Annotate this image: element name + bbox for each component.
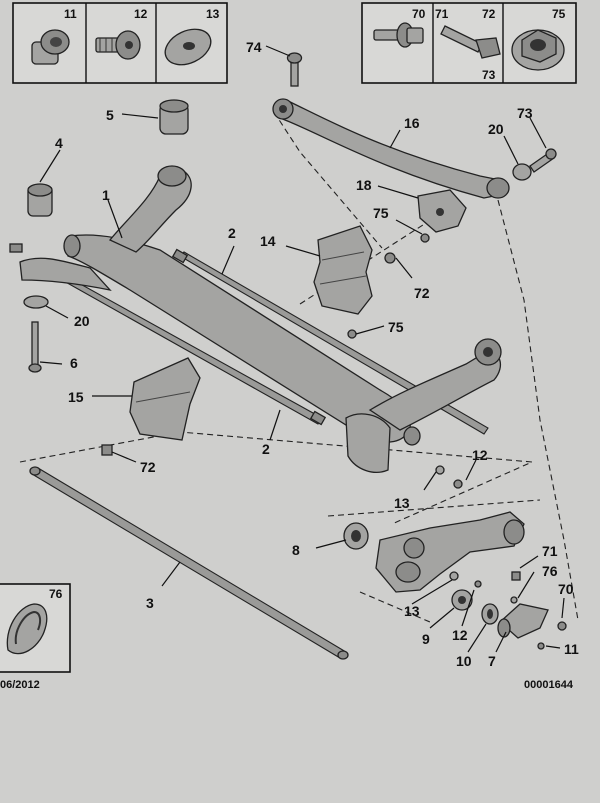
part-74-bolt <box>286 52 303 87</box>
part-75-nut-a <box>420 233 430 243</box>
part-20-washer-left <box>23 295 49 309</box>
label-73: 73 <box>517 105 533 121</box>
label-11: 11 <box>564 641 579 657</box>
label-72-b: 72 <box>140 459 156 475</box>
part-76-cup-washer <box>510 596 518 604</box>
part-10-washer <box>481 603 499 625</box>
legend-label-12: 12 <box>134 7 148 21</box>
footer-date-code: 06/2012 <box>0 679 40 691</box>
part-18-bracket <box>417 189 467 233</box>
part-7-stub-axle <box>497 603 549 639</box>
label-13-b: 13 <box>404 603 420 619</box>
part-4-bush <box>27 183 53 217</box>
part-5-bush <box>159 99 189 135</box>
label-4: 4 <box>55 135 63 151</box>
threaded-plug-icon <box>31 29 70 65</box>
label-75-b: 75 <box>388 319 404 335</box>
part-72-bolt-b <box>9 243 23 253</box>
part-73-bolt <box>529 148 557 173</box>
part-72-bolt-a <box>384 252 396 264</box>
part-71-bolt <box>511 571 521 581</box>
part-12-nut-a <box>453 479 463 489</box>
label-16: 16 <box>404 115 420 131</box>
flange-bolt-icon <box>373 22 424 48</box>
label-20-right: 20 <box>488 121 504 137</box>
hex-bolt-long-icon <box>440 25 501 59</box>
label-5: 5 <box>106 107 114 123</box>
legend-label-72: 72 <box>482 7 496 21</box>
label-76: 76 <box>542 563 558 579</box>
cup-washer-icon <box>6 603 48 655</box>
label-72-a: 72 <box>414 285 430 301</box>
legend-label-13: 13 <box>206 7 220 21</box>
flat-washer-icon <box>164 28 212 66</box>
part-1-axle-beam <box>19 165 502 473</box>
label-71: 71 <box>542 543 558 559</box>
part-number-labels: 74 16 73 20 18 75 72 75 5 4 1 2 14 20 6 … <box>55 39 579 669</box>
label-8: 8 <box>292 542 300 558</box>
label-2-upper: 2 <box>228 225 236 241</box>
legend-label-11: 11 <box>64 7 77 21</box>
part-75-nut-b <box>347 329 357 339</box>
footer-drawing-number: 00001644 <box>524 679 574 691</box>
part-70-bolt <box>557 621 567 631</box>
leader-lines <box>39 45 565 653</box>
part-13-washer-b <box>449 571 459 581</box>
part-16-panhard-rod <box>272 98 510 199</box>
label-13-a: 13 <box>394 495 410 511</box>
label-1: 1 <box>102 187 110 203</box>
legend-box-fasteners-left: 11 12 13 <box>12 2 228 84</box>
flange-nut-icon <box>511 29 565 71</box>
part-14-heat-shield <box>313 225 373 315</box>
legend-box-cup-washer: 76 <box>0 583 71 673</box>
legend-box-fasteners-right: 70 71 72 73 75 <box>361 2 577 84</box>
label-75-a: 75 <box>373 205 389 221</box>
label-2-lower: 2 <box>262 441 270 457</box>
part-11-plug <box>537 642 545 650</box>
label-18: 18 <box>356 177 372 193</box>
part-20-washer-right <box>512 163 532 181</box>
legend-label-73: 73 <box>482 68 496 82</box>
button-head-bolt-icon <box>95 30 141 60</box>
part-9-bearing <box>451 589 473 611</box>
part-6-bolt <box>28 321 42 373</box>
hub-carrier-assembly <box>375 511 525 593</box>
part-8-seal <box>343 522 369 550</box>
legend-label-76: 76 <box>49 587 63 601</box>
label-15: 15 <box>68 389 84 405</box>
legend-label-70: 70 <box>412 7 426 21</box>
part-72-bolt-c <box>101 444 113 456</box>
part-12-nut-b <box>474 580 482 588</box>
label-14: 14 <box>260 233 276 249</box>
label-3: 3 <box>146 595 154 611</box>
label-6: 6 <box>70 355 78 371</box>
label-7: 7 <box>488 653 496 669</box>
label-70: 70 <box>558 581 574 597</box>
label-74: 74 <box>246 39 262 55</box>
label-12-b: 12 <box>452 627 468 643</box>
legend-label-71: 71 <box>435 7 449 21</box>
label-10: 10 <box>456 653 472 669</box>
label-12-a: 12 <box>472 447 488 463</box>
part-13-washer-a <box>435 465 445 475</box>
legend-label-75: 75 <box>552 7 566 21</box>
part-15-heat-shield <box>129 357 201 441</box>
part-3-anti-roll-bar <box>29 466 349 660</box>
label-20-left: 20 <box>74 313 90 329</box>
label-9: 9 <box>422 631 430 647</box>
